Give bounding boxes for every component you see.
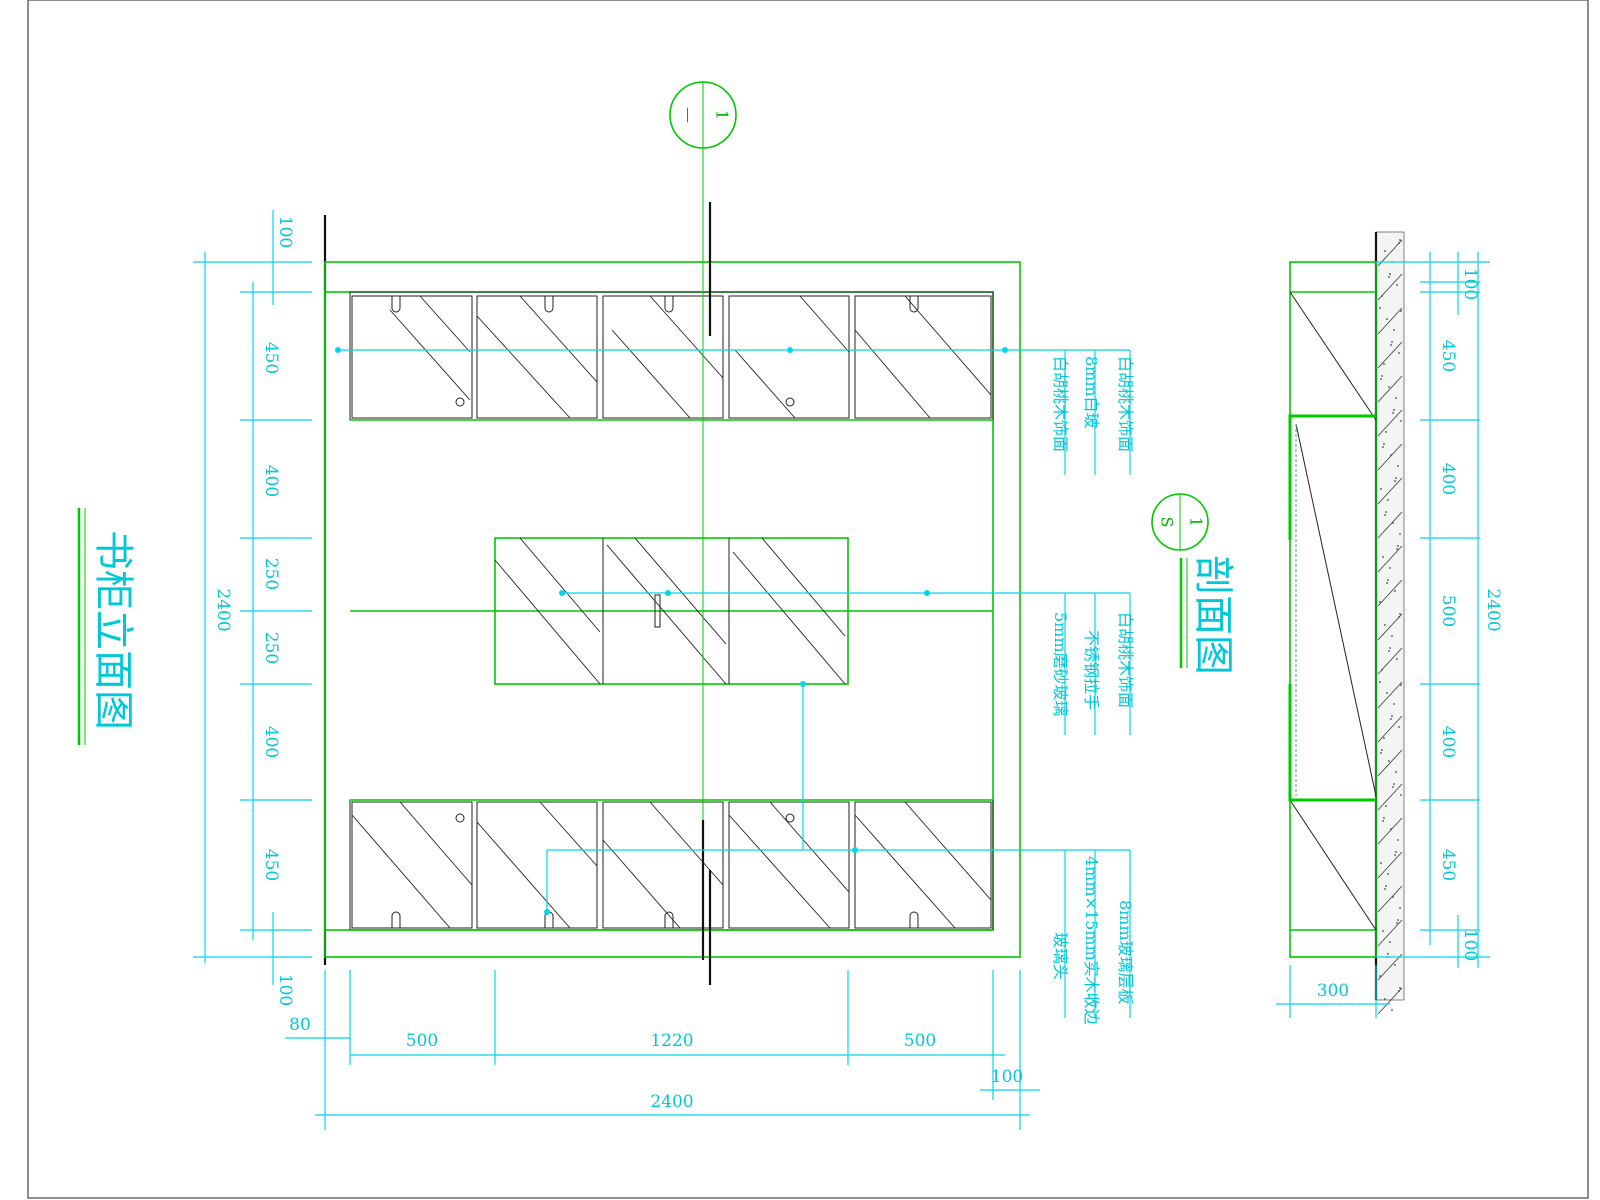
note-mid-1: 白胡桃木饰面 <box>1116 612 1135 708</box>
bottom-doors <box>351 801 992 929</box>
section-title: 剖面图 <box>1190 555 1236 675</box>
section-dimensions: 100 450 400 500 400 450 100 2400 300 <box>1276 252 1503 1018</box>
note-top-2: 8mm白玻 <box>1082 356 1101 429</box>
note-mid-2: 不锈钢拉手 <box>1082 630 1101 710</box>
section-view <box>1288 231 1405 1015</box>
wall-concrete <box>1375 231 1405 1001</box>
dim-left-seg-5: 400 <box>261 726 281 758</box>
section-dim-bottom: 100 <box>1460 929 1480 961</box>
top-doors <box>351 295 992 419</box>
center-glass-unit <box>494 537 849 685</box>
dim-bottom-left-offset: 80 <box>289 1015 311 1035</box>
section-dim-seg-5: 450 <box>1438 849 1458 881</box>
wall-hatch <box>1377 239 1403 1015</box>
dim-left-bottom: 100 <box>275 974 295 1006</box>
dim-left-seg-6: 450 <box>261 849 281 881</box>
left-dimensions: 2400 100 450 400 250 250 400 450 100 <box>193 210 312 1006</box>
dim-bottom-seg-1: 500 <box>406 1031 438 1051</box>
section-mark-1: 1 — <box>669 81 737 149</box>
sheet-border <box>27 0 1589 1199</box>
section-mark-ref: — <box>680 107 699 123</box>
dim-left-top: 100 <box>275 216 295 248</box>
stainless-handle <box>654 594 661 628</box>
dim-left-seg-4: 250 <box>261 632 281 664</box>
notes-bottom: 8mm玻璃层板 4mm×15mm实木收边 玻璃头 <box>1051 856 1135 1025</box>
bottom-dimensions: 80 500 1220 500 100 2400 <box>285 970 1040 1130</box>
section-title-ref: S <box>1158 517 1177 528</box>
dim-left-seg-2: 400 <box>261 465 281 497</box>
note-top-1: 白胡桃木饰面 <box>1116 356 1135 452</box>
dim-left-seg-3: 250 <box>261 558 281 590</box>
note-bottom-1: 8mm玻璃层板 <box>1116 900 1135 1005</box>
elevation-title: 书柜立面图 <box>90 530 136 730</box>
note-mid-3: 5mm磨砂玻璃 <box>1051 612 1070 717</box>
section-dim-seg-1: 450 <box>1438 340 1458 372</box>
dim-bottom-right-offset: 100 <box>991 1067 1023 1087</box>
cabinet-elevation <box>323 148 1021 985</box>
center-glass-hatch <box>494 537 846 685</box>
section-mark-number: 1 <box>713 110 732 120</box>
dim-bottom-seg-3: 500 <box>904 1031 936 1051</box>
dim-bottom-seg-2: 1220 <box>650 1031 693 1051</box>
section-dim-seg-2: 400 <box>1438 463 1458 495</box>
cabinet-outer-frame <box>324 261 1021 958</box>
section-title-number: 1 <box>1187 517 1206 527</box>
section-outer <box>1289 261 1377 958</box>
section-dim-top: 100 <box>1460 268 1480 300</box>
dim-left-total: 2400 <box>213 588 233 631</box>
note-bottom-3: 玻璃头 <box>1051 932 1070 980</box>
section-title-block: 1 S 剖面图 <box>1151 493 1236 675</box>
dim-bottom-total: 2400 <box>650 1092 693 1112</box>
notes-top: 白胡桃木饰面 8mm白玻 白胡桃木饰面 <box>1051 356 1135 452</box>
bottom-compartment <box>349 799 994 931</box>
section-dim-total: 2400 <box>1483 588 1503 631</box>
section-dim-seg-4: 400 <box>1438 726 1458 758</box>
note-leaders <box>335 347 1131 1018</box>
notes-middle: 白胡桃木饰面 不锈钢拉手 5mm磨砂玻璃 <box>1051 612 1135 717</box>
section-dim-depth: 300 <box>1317 981 1349 1001</box>
elevation-title-block: 书柜立面图 <box>77 508 136 745</box>
note-top-3: 白胡桃木饰面 <box>1051 356 1070 452</box>
section-dim-seg-3: 500 <box>1438 595 1458 627</box>
note-bottom-2: 4mm×15mm实木收边 <box>1082 856 1101 1025</box>
dim-left-seg-1: 450 <box>261 342 281 374</box>
